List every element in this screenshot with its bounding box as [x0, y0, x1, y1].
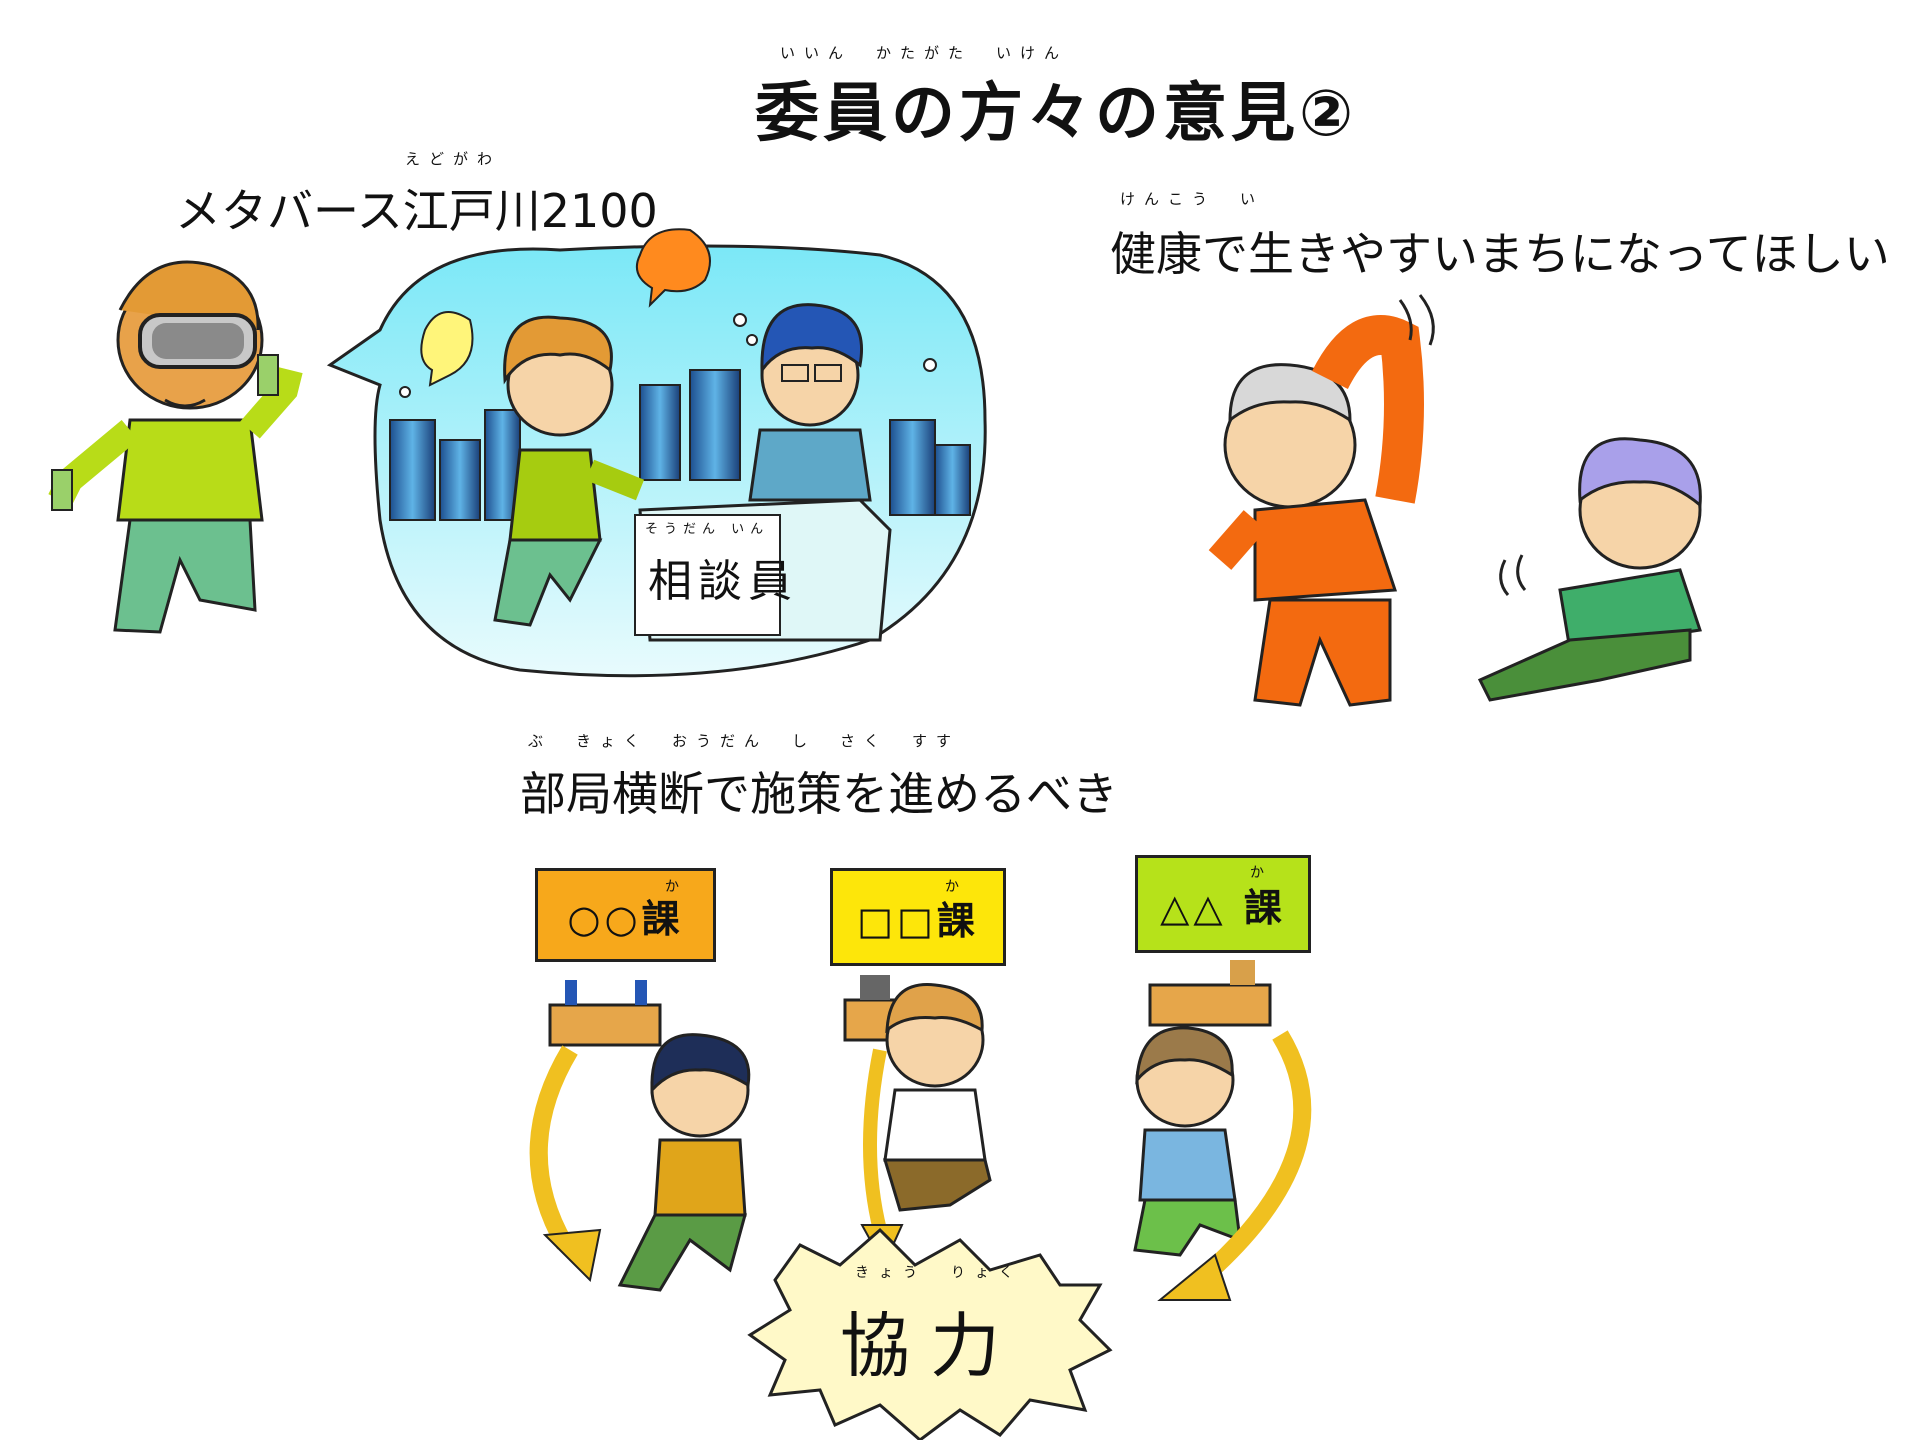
page-title: 委員の方々の意見② — [755, 77, 1358, 151]
dept-sign-1-ruby: か — [665, 879, 679, 895]
dept-sign-1-label: ○○課 — [567, 896, 684, 941]
dept-sign-3-label: △△ 課 — [1160, 885, 1286, 930]
counselor-desk-label: 相談員 — [648, 556, 798, 607]
dept-sign-2: □□課 — [830, 868, 1006, 966]
cooperation-arrows — [529, 1030, 1312, 1301]
metaverse-ruby: えどがわ — [405, 150, 502, 168]
burst-label: 協力 — [840, 1305, 1020, 1387]
cross-dept-heading: 部局横断で施策を進めるべき — [520, 767, 1118, 821]
dept-sign-2-ruby: か — [945, 879, 959, 895]
cooperation-burst — [747, 1227, 1113, 1440]
burst-ruby: きょう りょく — [855, 1265, 1023, 1281]
dept-sign-2-label: □□課 — [857, 898, 979, 943]
health-ruby: けんこう い — [1120, 190, 1265, 208]
worker-right — [1133, 1026, 1242, 1257]
title-ruby: いいん かたがた いけん — [780, 44, 1069, 62]
worker-middle — [882, 983, 992, 1212]
cross-dept-ruby: ぶ きょく おうだん し さく すす — [528, 732, 961, 750]
vr-user-figure — [48, 260, 303, 634]
dept-sign-3-ruby: か — [1250, 865, 1264, 881]
counselor-desk-ruby: そうだん いん — [645, 522, 770, 537]
worker-left — [617, 1033, 751, 1292]
metaverse-heading: メタバース江戸川2100 — [175, 184, 658, 238]
senior-man-figure — [1208, 294, 1435, 707]
metaverse-speech-bubble — [326, 228, 987, 678]
senior-woman-figure — [1477, 437, 1702, 702]
dept-sign-1: ○○課 — [535, 868, 716, 962]
health-heading: 健康で生きやすいまちになってほしい — [1110, 227, 1890, 281]
dept-sign-3: △△ 課 — [1135, 855, 1311, 953]
